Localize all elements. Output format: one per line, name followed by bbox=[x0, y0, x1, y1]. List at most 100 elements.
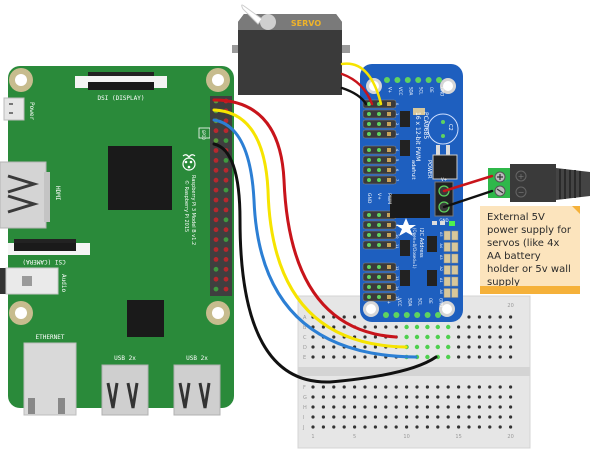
breadboard-hole[interactable] bbox=[373, 415, 377, 419]
gpio-pin[interactable] bbox=[223, 247, 229, 252]
breadboard-hole[interactable] bbox=[509, 315, 513, 319]
breadboard-hole[interactable] bbox=[342, 425, 346, 429]
breadboard-hole[interactable] bbox=[509, 415, 513, 419]
breadboard-hole[interactable] bbox=[446, 395, 450, 399]
breadboard-hole[interactable] bbox=[446, 425, 450, 429]
breadboard-hole[interactable] bbox=[509, 405, 513, 409]
breadboard-hole[interactable] bbox=[311, 415, 315, 419]
pca-pin[interactable] bbox=[383, 312, 389, 318]
breadboard-hole[interactable] bbox=[488, 345, 492, 349]
gpio-pin[interactable] bbox=[223, 197, 229, 203]
breadboard-hole[interactable] bbox=[384, 325, 388, 329]
breadboard-hole[interactable] bbox=[467, 415, 471, 419]
breadboard-hole[interactable] bbox=[342, 395, 346, 399]
breadboard-hole[interactable] bbox=[498, 315, 502, 319]
breadboard-hole[interactable] bbox=[414, 334, 420, 340]
pca-pin[interactable] bbox=[393, 312, 400, 318]
gpio-pin[interactable] bbox=[213, 207, 219, 213]
breadboard-hole[interactable] bbox=[498, 405, 502, 409]
breadboard-hole[interactable] bbox=[457, 335, 461, 339]
breadboard-hole[interactable] bbox=[446, 324, 451, 330]
breadboard-hole[interactable] bbox=[477, 385, 481, 389]
breadboard-hole[interactable] bbox=[321, 405, 325, 409]
breadboard-hole[interactable] bbox=[446, 334, 451, 340]
breadboard-hole[interactable] bbox=[353, 355, 357, 359]
breadboard-hole[interactable] bbox=[384, 385, 388, 389]
breadboard-hole[interactable] bbox=[415, 425, 419, 429]
breadboard-hole[interactable] bbox=[363, 385, 367, 389]
breadboard-hole[interactable] bbox=[415, 405, 419, 409]
breadboard-hole[interactable] bbox=[425, 324, 430, 330]
breadboard-hole[interactable] bbox=[477, 325, 481, 329]
breadboard-hole[interactable] bbox=[373, 345, 377, 349]
breadboard-hole[interactable] bbox=[477, 315, 481, 319]
breadboard-hole[interactable] bbox=[446, 354, 451, 360]
breadboard-hole[interactable] bbox=[477, 425, 481, 429]
pca-pin[interactable] bbox=[403, 312, 410, 318]
breadboard-hole[interactable] bbox=[477, 355, 481, 359]
breadboard-hole[interactable] bbox=[332, 345, 336, 349]
breadboard-hole[interactable] bbox=[404, 324, 409, 330]
gpio-pin[interactable] bbox=[213, 197, 219, 203]
breadboard-hole[interactable] bbox=[457, 415, 461, 419]
breadboard-hole[interactable] bbox=[342, 385, 346, 389]
gpio-pin[interactable] bbox=[223, 237, 229, 243]
breadboard-hole[interactable] bbox=[373, 385, 377, 389]
breadboard-hole[interactable] bbox=[446, 385, 450, 389]
breadboard-hole[interactable] bbox=[311, 395, 315, 399]
breadboard-hole[interactable] bbox=[498, 415, 502, 419]
breadboard-hole[interactable] bbox=[509, 395, 513, 399]
breadboard-hole[interactable] bbox=[353, 395, 357, 399]
breadboard-hole[interactable] bbox=[498, 425, 502, 429]
breadboard-hole[interactable] bbox=[394, 395, 398, 399]
breadboard-hole[interactable] bbox=[363, 325, 367, 329]
breadboard-hole[interactable] bbox=[363, 355, 367, 359]
breadboard-hole[interactable] bbox=[457, 345, 461, 349]
breadboard-hole[interactable] bbox=[311, 345, 315, 349]
gpio-pin[interactable] bbox=[213, 158, 219, 163]
breadboard-hole[interactable] bbox=[467, 395, 471, 399]
breadboard-hole[interactable] bbox=[457, 355, 461, 359]
breadboard-hole[interactable] bbox=[342, 415, 346, 419]
breadboard-hole[interactable] bbox=[509, 335, 513, 339]
breadboard-hole[interactable] bbox=[467, 325, 471, 329]
breadboard-hole[interactable] bbox=[373, 355, 377, 359]
breadboard-hole[interactable] bbox=[467, 345, 471, 349]
pca-pin[interactable] bbox=[394, 77, 401, 83]
pca-pin[interactable] bbox=[404, 77, 411, 83]
breadboard-hole[interactable] bbox=[509, 345, 513, 349]
gpio-pin[interactable] bbox=[213, 266, 219, 272]
breadboard-hole[interactable] bbox=[425, 344, 430, 350]
breadboard-hole[interactable] bbox=[415, 415, 419, 419]
gpio-pin[interactable] bbox=[213, 128, 219, 134]
pca-pin[interactable] bbox=[414, 312, 421, 318]
breadboard-hole[interactable] bbox=[498, 335, 502, 339]
breadboard-hole[interactable] bbox=[332, 385, 336, 389]
breadboard-hole[interactable] bbox=[435, 324, 440, 330]
breadboard-hole[interactable] bbox=[477, 345, 481, 349]
breadboard-hole[interactable] bbox=[384, 415, 388, 419]
breadboard-hole[interactable] bbox=[363, 425, 367, 429]
breadboard-hole[interactable] bbox=[425, 395, 429, 399]
breadboard-hole[interactable] bbox=[384, 405, 388, 409]
breadboard-hole[interactable] bbox=[498, 385, 502, 389]
breadboard-hole[interactable] bbox=[342, 315, 346, 319]
gpio-pin[interactable] bbox=[223, 217, 229, 223]
breadboard-hole[interactable] bbox=[363, 415, 367, 419]
breadboard-hole[interactable] bbox=[405, 415, 409, 419]
breadboard-hole[interactable] bbox=[436, 385, 440, 389]
breadboard-hole[interactable] bbox=[405, 385, 409, 389]
breadboard-hole[interactable] bbox=[321, 355, 325, 359]
breadboard-hole[interactable] bbox=[457, 425, 461, 429]
pca-pin[interactable] bbox=[384, 77, 390, 83]
breadboard-hole[interactable] bbox=[332, 395, 336, 399]
breadboard-hole[interactable] bbox=[332, 405, 336, 409]
gpio-pin[interactable] bbox=[213, 276, 219, 282]
breadboard-hole[interactable] bbox=[488, 415, 492, 419]
breadboard-hole[interactable] bbox=[446, 405, 450, 409]
pca-pin[interactable] bbox=[415, 77, 422, 83]
breadboard-hole[interactable] bbox=[477, 395, 481, 399]
breadboard-hole[interactable] bbox=[415, 395, 419, 399]
breadboard-hole[interactable] bbox=[363, 335, 367, 339]
breadboard-hole[interactable] bbox=[321, 325, 325, 329]
